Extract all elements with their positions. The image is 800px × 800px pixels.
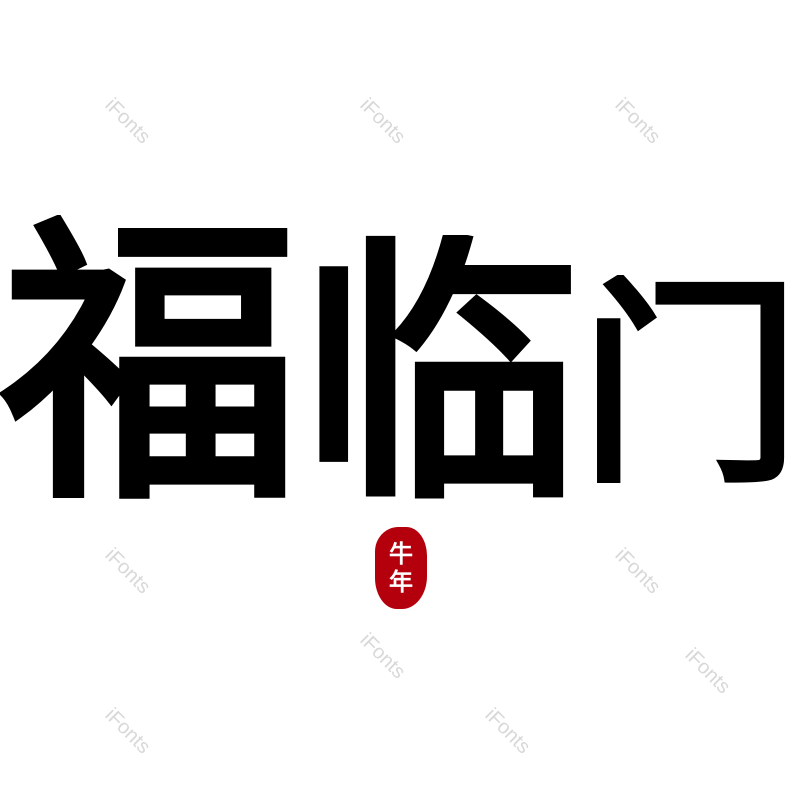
calligraphy-char-men: 门 (580, 275, 800, 495)
watermark: iFonts (680, 644, 735, 699)
watermark: iFonts (480, 704, 535, 759)
seal-char: 年 (389, 568, 413, 596)
watermark: iFonts (355, 629, 410, 684)
watermark: iFonts (610, 94, 665, 149)
calligraphy-text: 福 临 门 (0, 215, 800, 515)
calligraphy-char-fu: 福 (0, 215, 300, 515)
watermark: iFonts (100, 704, 155, 759)
watermark: iFonts (610, 544, 665, 599)
watermark: iFonts (100, 94, 155, 149)
watermark: iFonts (355, 94, 410, 149)
watermark: iFonts (100, 544, 155, 599)
calligraphy-char-lin: 临 (300, 235, 580, 515)
seal-char: 牛 (389, 540, 413, 568)
red-seal-stamp: 牛 年 (375, 527, 427, 609)
